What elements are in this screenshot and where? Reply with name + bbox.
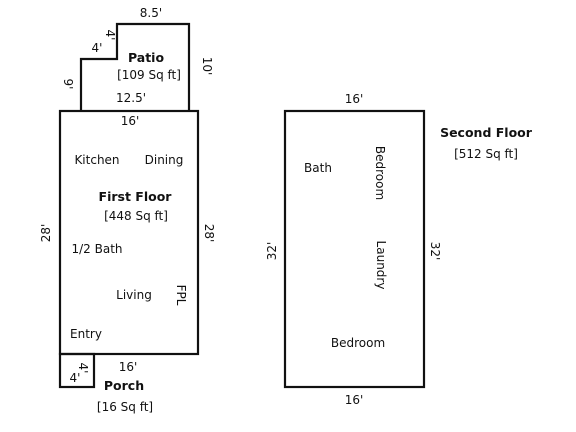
porch-outline <box>58 352 96 389</box>
first-floor-dim-left: 28' <box>39 224 53 243</box>
patio-dim-bottom: 12.5' <box>116 91 146 105</box>
porch-area: [16 Sq ft] <box>97 400 153 414</box>
first-floor-outline <box>58 109 200 356</box>
second-floor-dim-left: 32' <box>265 242 279 261</box>
first-floor-dim-right: 28' <box>202 224 216 243</box>
second-floor-outline <box>283 109 426 389</box>
second-floor-dim-top: 16' <box>345 92 364 106</box>
patio-dim-left: 9' <box>61 79 75 90</box>
first-floor-dim-top: 16' <box>121 114 140 128</box>
porch-name: Porch <box>104 378 144 393</box>
second-floor-dim-bottom: 16' <box>345 393 364 407</box>
room-bath: Bath <box>304 161 332 175</box>
second-floor-name: Second Floor <box>440 125 533 140</box>
second-floor-dim-right: 32' <box>428 242 442 261</box>
room-kitchen: Kitchen <box>74 153 119 167</box>
first-floor-name: First Floor <box>99 189 173 204</box>
room-bedroom-upper: Bedroom <box>373 146 387 200</box>
patio-area: [109 Sq ft] <box>117 68 181 82</box>
room-half-bath: 1/2 Bath <box>71 242 122 256</box>
room-dining: Dining <box>145 153 184 167</box>
room-living: Living <box>116 288 152 302</box>
second-floor-area: [512 Sq ft] <box>454 147 518 161</box>
room-laundry: Laundry <box>374 241 388 290</box>
porch-dim-left: 4' <box>70 371 81 385</box>
patio-dim-step-v: 4' <box>103 30 117 41</box>
patio-dim-step-h: 4' <box>92 41 103 55</box>
room-fpl: FPL <box>174 285 188 306</box>
first-floor-area: [448 Sq ft] <box>104 209 168 223</box>
patio-dim-right: 10' <box>200 57 214 76</box>
patio-outline <box>79 22 191 111</box>
porch-dim-right: 4' <box>76 363 90 374</box>
patio-name: Patio <box>128 50 165 65</box>
room-bedroom-lower: Bedroom <box>331 336 385 350</box>
patio-dim-top: 8.5' <box>140 6 162 20</box>
room-entry: Entry <box>70 327 102 341</box>
first-floor-dim-bottom: 16' <box>119 360 138 374</box>
